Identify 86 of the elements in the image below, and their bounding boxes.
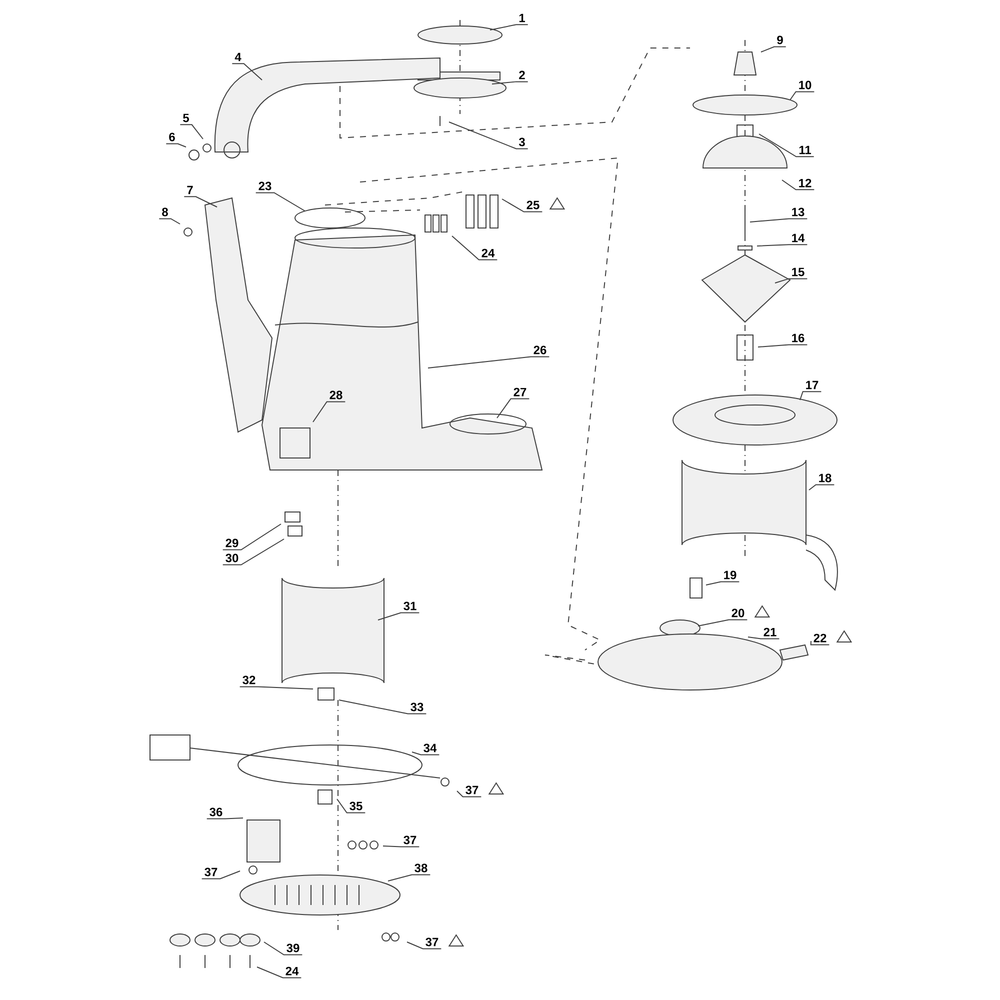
leader-line bbox=[222, 538, 284, 566]
callout-number: 9 bbox=[777, 36, 783, 44]
callout-number: 34 bbox=[424, 744, 437, 752]
leader-line bbox=[406, 942, 442, 950]
callout-number: 16 bbox=[792, 334, 804, 342]
callout-number: 19 bbox=[724, 570, 736, 580]
leader-line bbox=[312, 401, 346, 422]
callout-number: 31 bbox=[404, 602, 416, 610]
leader-line bbox=[760, 46, 786, 52]
leader-line bbox=[490, 24, 528, 30]
leader-line bbox=[492, 81, 528, 84]
leader-line bbox=[698, 619, 748, 626]
callout-number: 24 bbox=[286, 966, 299, 976]
callout-number: 38 bbox=[414, 864, 428, 872]
leader-line bbox=[382, 846, 420, 848]
leader-line bbox=[256, 966, 302, 978]
callout-number: 37 bbox=[426, 938, 438, 946]
leader-line bbox=[158, 218, 180, 224]
leader-line bbox=[184, 196, 218, 208]
callout-number: 18 bbox=[819, 474, 832, 482]
leader-line bbox=[800, 391, 822, 400]
leader-line bbox=[452, 236, 498, 260]
leader-line bbox=[774, 278, 808, 284]
leader-line bbox=[336, 798, 366, 814]
callout-number: 4 bbox=[234, 52, 242, 62]
callout-number: 21 bbox=[764, 628, 776, 636]
leader-line bbox=[222, 524, 282, 550]
callout-number: 37 bbox=[466, 786, 478, 794]
callout-number: 30 bbox=[226, 554, 238, 562]
leader-line bbox=[180, 124, 204, 140]
leader-line bbox=[378, 612, 420, 620]
leader-line bbox=[388, 874, 431, 882]
callout-number: 35 bbox=[350, 802, 362, 810]
leader-line bbox=[412, 752, 440, 756]
callout-number: 37 bbox=[404, 836, 416, 844]
leader-line bbox=[502, 198, 543, 212]
callout-number: 29 bbox=[226, 538, 238, 548]
leader-line bbox=[496, 398, 530, 418]
leader-line bbox=[706, 581, 740, 586]
leader-line bbox=[758, 344, 808, 348]
callout-number: 2 bbox=[519, 70, 525, 80]
callout-number: 36 bbox=[210, 808, 222, 816]
callout-number: 17 bbox=[806, 380, 818, 390]
leader-line bbox=[264, 942, 303, 956]
callout-number: 8 bbox=[162, 208, 168, 216]
callout-number: 11 bbox=[799, 146, 812, 154]
callout-number: 26 bbox=[534, 346, 546, 354]
leader-line bbox=[206, 818, 244, 820]
callout-number: 25 bbox=[526, 200, 540, 210]
leader-line bbox=[428, 356, 550, 368]
callout-number: 37 bbox=[204, 868, 218, 876]
leader-line bbox=[810, 640, 830, 646]
callout-number: 33 bbox=[410, 702, 424, 712]
callout-number: 12 bbox=[799, 178, 812, 188]
callout-number: 13 bbox=[792, 208, 804, 216]
leader-line bbox=[756, 244, 808, 246]
leader-line bbox=[808, 484, 835, 490]
callout-number: 20 bbox=[732, 608, 744, 618]
leader-line bbox=[201, 870, 240, 880]
leader-line bbox=[758, 134, 814, 158]
callout-number: 5 bbox=[183, 114, 189, 122]
callout-number: 3 bbox=[518, 138, 525, 146]
leader-line bbox=[448, 122, 528, 150]
callout-number: 27 bbox=[514, 388, 526, 396]
leader-line bbox=[255, 192, 306, 212]
leader-line bbox=[232, 63, 262, 80]
callout-number: 15 bbox=[792, 268, 804, 276]
callout-number: 10 bbox=[799, 80, 812, 90]
leader-line bbox=[782, 180, 815, 190]
callout-number: 24 bbox=[482, 248, 495, 258]
callout-number: 6 bbox=[169, 132, 175, 142]
callout-number: 23 bbox=[258, 182, 272, 190]
leader-line bbox=[239, 686, 314, 690]
callout-number: 1 bbox=[519, 14, 525, 22]
callout-number: 22 bbox=[814, 634, 826, 642]
leader-line bbox=[790, 91, 815, 100]
callout-number: 14 bbox=[792, 234, 805, 242]
callout-number: 28 bbox=[330, 390, 342, 400]
callout-number: 39 bbox=[286, 944, 300, 952]
leader-line bbox=[166, 143, 186, 148]
callout-number: 32 bbox=[242, 676, 256, 684]
leader-line bbox=[748, 636, 780, 640]
leader-line bbox=[456, 790, 482, 798]
leader-line bbox=[338, 700, 427, 714]
leader-line bbox=[750, 218, 808, 222]
callout-number: 7 bbox=[187, 186, 193, 194]
